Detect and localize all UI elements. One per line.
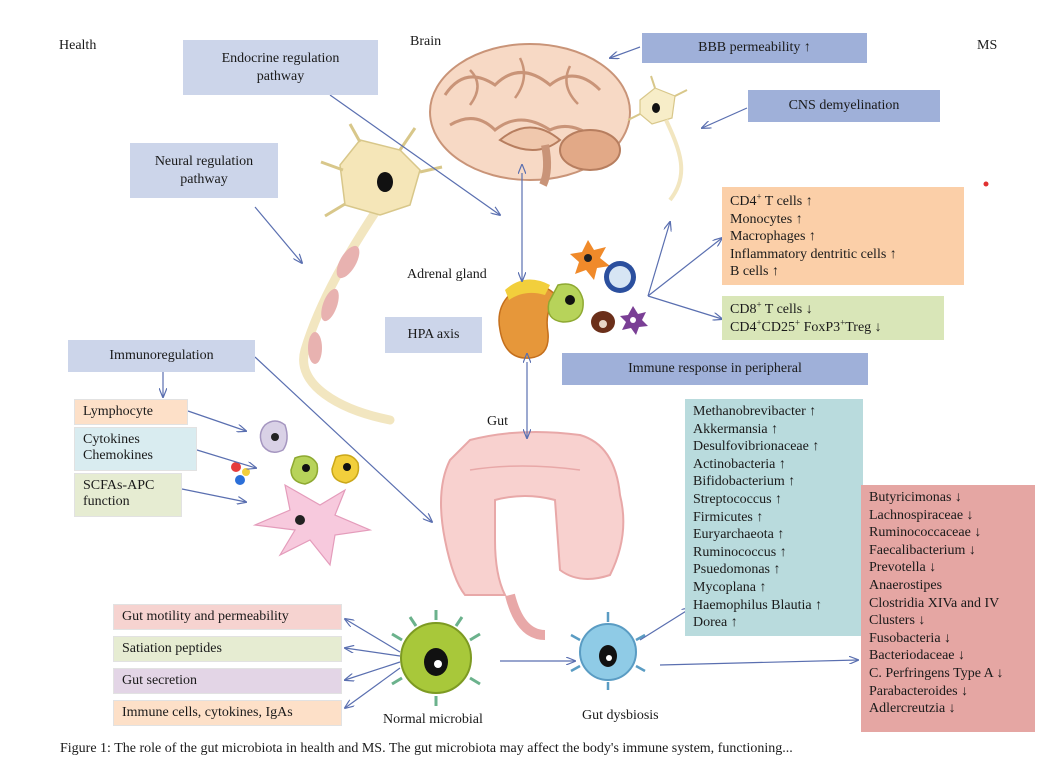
microbe-icon bbox=[570, 612, 646, 690]
endocrine-pathway-box: Endocrine regulation pathway bbox=[183, 40, 378, 95]
gut-decrease-item: Fusobacteria ↓ bbox=[869, 630, 952, 646]
gut-decrease-list: Butyricimonas ↓ Lachnospiraceae ↓ Ruminoco… bbox=[861, 485, 1035, 732]
gut-decrease-item: Bacteriodaceae ↓ bbox=[869, 648, 965, 664]
gut-decrease-item: Clostridia XIVa and IV bbox=[869, 595, 1000, 611]
immune-up-item: Monocytes ↑ bbox=[730, 211, 803, 227]
immune-decrease-box: CD8+ T cells ↓ CD4+CD25+ FoxP3+Treg ↓ bbox=[722, 296, 944, 340]
gut-decrease-item: Faecalibacterium ↓ bbox=[869, 542, 976, 558]
neuron-icon bbox=[627, 75, 688, 202]
immunoregulation-box: Immunoregulation bbox=[68, 340, 255, 372]
figure-caption: Figure 1: The role of the gut microbiota… bbox=[60, 741, 793, 756]
microbe-effect-tag: Satiation peptides bbox=[113, 636, 342, 662]
brain-label: Brain bbox=[410, 34, 442, 49]
ms-label: MS bbox=[977, 38, 998, 53]
immune-cell-icon bbox=[231, 420, 360, 485]
gut-decrease-item: C. Perfringens Type A ↓ bbox=[869, 665, 1004, 681]
gut-dysbiosis-label: Gut dysbiosis bbox=[582, 708, 659, 723]
neuron-icon bbox=[299, 123, 443, 425]
lymphocyte-tag: Lymphocyte bbox=[74, 399, 188, 425]
gut-increase-item: Actinobacteria ↑ bbox=[693, 456, 786, 472]
arrows bbox=[163, 46, 858, 708]
gut-increase-item: Dorea ↑ bbox=[693, 615, 738, 631]
microbe-effect-tag: Gut motility and permeability bbox=[113, 604, 342, 630]
microbe-effect-tag: Gut secretion bbox=[113, 668, 342, 694]
adrenal-gland-icon bbox=[498, 279, 560, 359]
gut-increase-item: Haemophilus Blautia ↑ bbox=[693, 597, 823, 613]
gut-increase-item: Euryarchaeota ↑ bbox=[693, 527, 785, 543]
red-dot bbox=[983, 181, 989, 187]
immune-up-item: Macrophages ↑ bbox=[730, 229, 816, 245]
cytokines-tag: Cytokines Chemokines bbox=[74, 427, 197, 471]
gut-decrease-item: Ruminococcaceae ↓ bbox=[869, 525, 982, 541]
cns-demyelination-box: CNS demyelination bbox=[748, 90, 940, 122]
gut-increase-item: Bifidobacterium ↑ bbox=[693, 474, 796, 490]
gut-decrease-item: Butyricimonas ↓ bbox=[869, 490, 962, 505]
immune-peripheral-box: Immune response in peripheral bbox=[562, 353, 868, 385]
immune-up-item: CD4+ T cells ↑ bbox=[730, 191, 813, 209]
gut-decrease-item: Clusters ↓ bbox=[869, 613, 926, 629]
gut-increase-item: Streptococcus ↑ bbox=[693, 491, 783, 507]
gut-decrease-item: Adlercreutzia ↓ bbox=[869, 701, 956, 717]
gut-increase-list: Methanobrevibacter ↑ Akkermansia ↑ Desulfo… bbox=[685, 399, 863, 636]
dendritic-cell-icon bbox=[252, 483, 373, 567]
microbe-effect-tag: Immune cells, cytokines, IgAs bbox=[113, 700, 342, 726]
gut-increase-item: Mycoplana ↑ bbox=[693, 579, 767, 595]
adrenal-gland-label: Adrenal gland bbox=[407, 267, 487, 282]
gut-increase-item: Ruminococcus ↑ bbox=[693, 544, 787, 560]
gut-decrease-item: Prevotella ↓ bbox=[869, 560, 937, 576]
bbb-permeability-box: BBB permeability ↑ bbox=[642, 33, 867, 63]
hpa-axis-box: HPA axis bbox=[385, 317, 482, 353]
immune-up-item: Inflammatory dentritic cells ↑ bbox=[730, 246, 897, 262]
gut-label: Gut bbox=[487, 414, 508, 429]
immune-down-item: CD4+CD25+ FoxP3+Treg ↓ bbox=[730, 316, 882, 335]
normal-microbial-label: Normal microbial bbox=[383, 712, 483, 727]
scfas-tag: SCFAs-APC function bbox=[74, 473, 182, 517]
gut-increase-item: Psuedomonas ↑ bbox=[693, 562, 781, 578]
health-label: Health bbox=[59, 38, 97, 53]
gut-increase-item: Firmicutes ↑ bbox=[693, 509, 764, 525]
gut-decrease-item: Parabacteroides ↓ bbox=[869, 683, 969, 699]
gut-increase-item: Akkermansia ↑ bbox=[693, 421, 779, 437]
microbe-icon bbox=[391, 610, 481, 706]
gut-decrease-item: Lachnospiraceae ↓ bbox=[869, 507, 974, 523]
gut-increase-item: Methanobrevibacter ↑ bbox=[693, 404, 817, 419]
gut-decrease-item: Anaerostipes bbox=[869, 577, 943, 593]
immune-increase-box: CD4+ T cells ↑ Monocytes ↑ Macrophages ↑… bbox=[722, 187, 964, 285]
gut-illustration bbox=[440, 430, 625, 640]
immune-cell-icon bbox=[547, 240, 648, 335]
immune-down-item: CD8+ T cells ↓ bbox=[730, 299, 813, 317]
immune-up-item: B cells ↑ bbox=[730, 264, 779, 280]
brain-illustration bbox=[429, 43, 631, 187]
gut-increase-item: Desulfovibrionaceae ↑ bbox=[693, 439, 820, 455]
neural-pathway-box: Neural regulation pathway bbox=[130, 143, 278, 198]
